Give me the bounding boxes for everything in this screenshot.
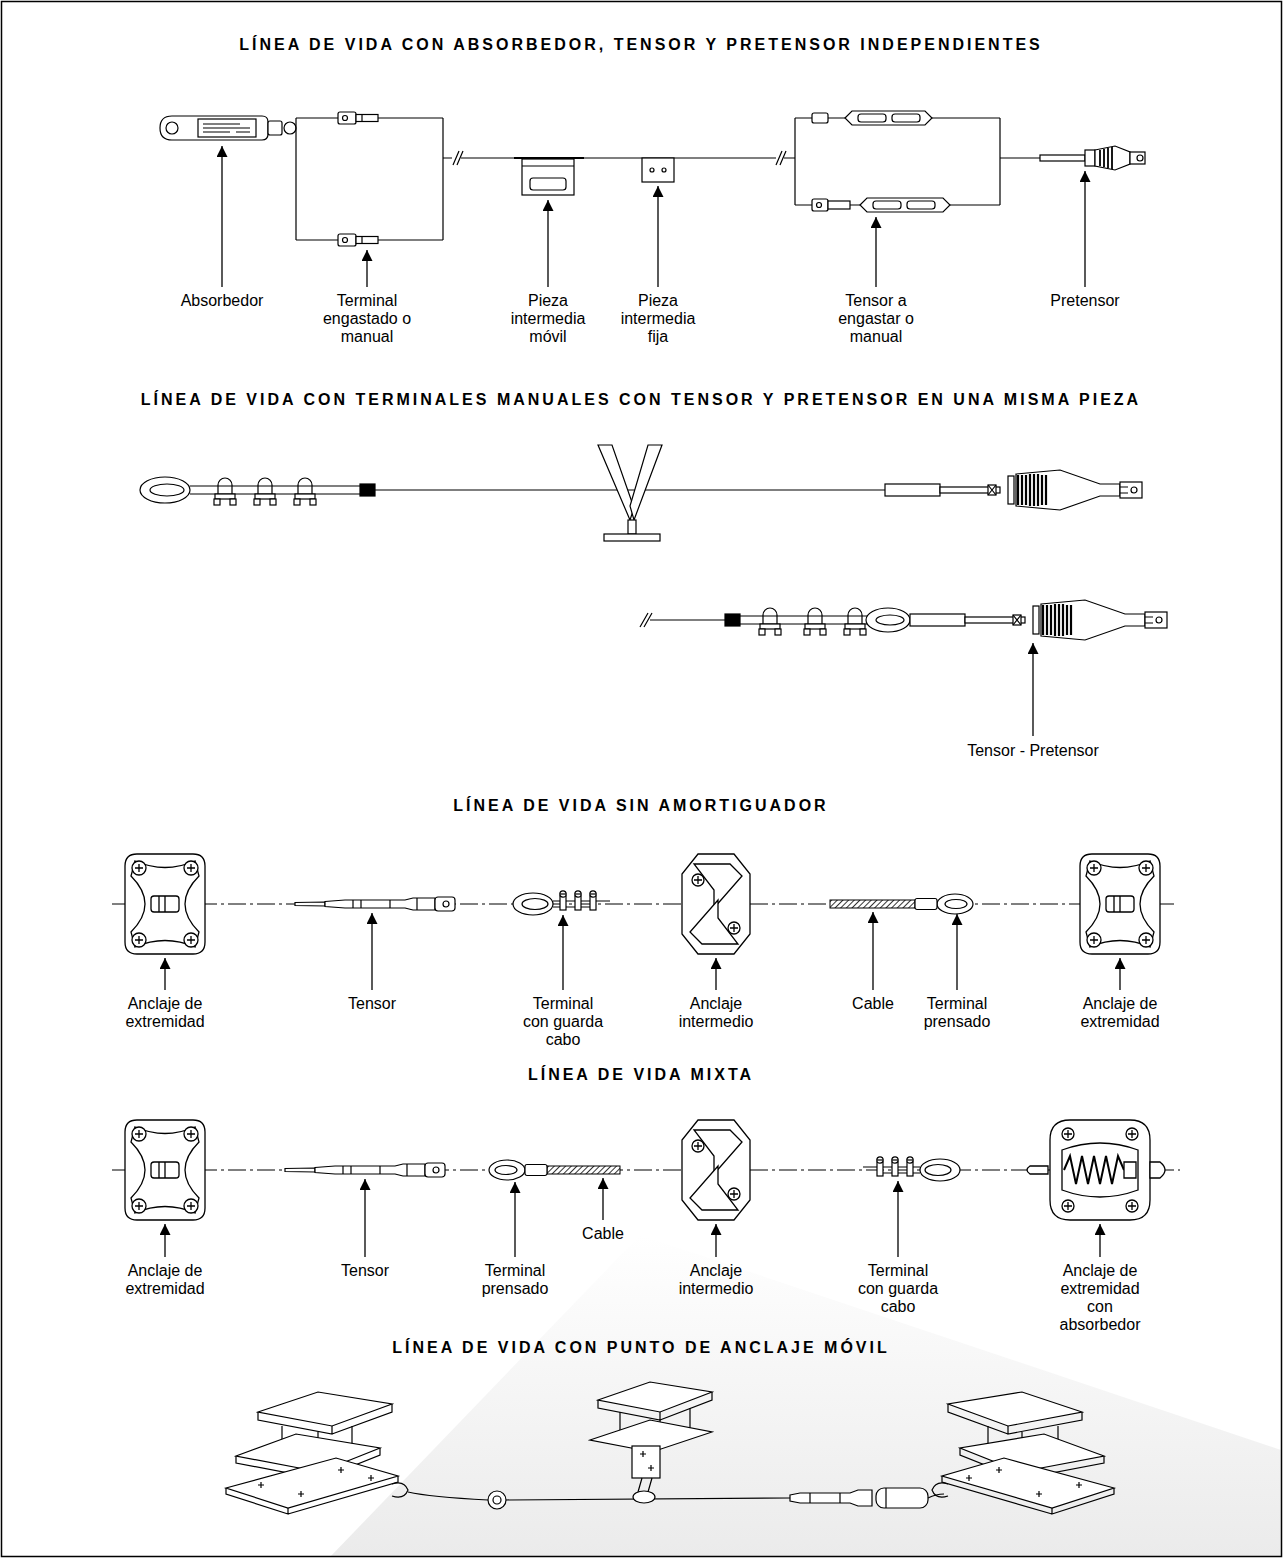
part-label: Cable [842, 995, 904, 1013]
part-label: Tensor - Pretensor [943, 742, 1123, 760]
part-label: Terminal prensado [475, 1262, 555, 1298]
section-heading: LÍNEA DE VIDA CON ABSORBEDOR, TENSOR Y P… [21, 35, 1261, 55]
background-shade [330, 1235, 1281, 1557]
section-heading: LÍNEA DE VIDA CON PUNTO DE ANCLAJE MÓVIL [21, 1338, 1261, 1358]
lifeline-manual-terminals [140, 445, 1167, 640]
part-label: Terminal engastado o manual [317, 292, 417, 346]
part-label: Terminal con guarda cabo [520, 995, 606, 1049]
section-heading: LÍNEA DE VIDA CON TERMINALES MANUALES CO… [21, 390, 1261, 410]
part-label: Absorbedor [162, 292, 282, 310]
part-label: Tensor [315, 1262, 415, 1280]
part-label: Anclaje de extremidad con absorbedor [1050, 1262, 1150, 1334]
section-heading: LÍNEA DE VIDA MIXTA [21, 1065, 1261, 1085]
section-heading: LÍNEA DE VIDA SIN AMORTIGUADOR [21, 796, 1261, 816]
part-label: Anclaje intermedio [668, 995, 764, 1031]
part-label: Anclaje intermedio [668, 1262, 764, 1298]
part-label: Terminal con guarda cabo [855, 1262, 941, 1316]
leader-arrows [222, 146, 1085, 287]
part-label: Pretensor [1030, 292, 1140, 310]
part-label: Anclaje de extremidad [1065, 995, 1175, 1031]
leader-arrow [1032, 643, 1033, 736]
lifeline-mobile-anchor [226, 1382, 1114, 1514]
lifeline-no-damper [112, 854, 1176, 954]
leader-arrows [165, 912, 1120, 990]
part-label: Cable [568, 1225, 638, 1243]
part-label: Tensor [322, 995, 422, 1013]
part-label: Terminal prensado [917, 995, 997, 1031]
part-label: Anclaje de extremidad [110, 1262, 220, 1298]
part-label: Pieza intermedia fija [615, 292, 701, 346]
part-label: Pieza intermedia móvil [505, 292, 591, 346]
leader-arrows [165, 1178, 1100, 1257]
lifeline-independent [160, 111, 1145, 246]
lifeline-mixed [112, 1120, 1180, 1220]
part-label: Tensor a engastar o manual [826, 292, 926, 346]
part-label: Anclaje de extremidad [110, 995, 220, 1031]
